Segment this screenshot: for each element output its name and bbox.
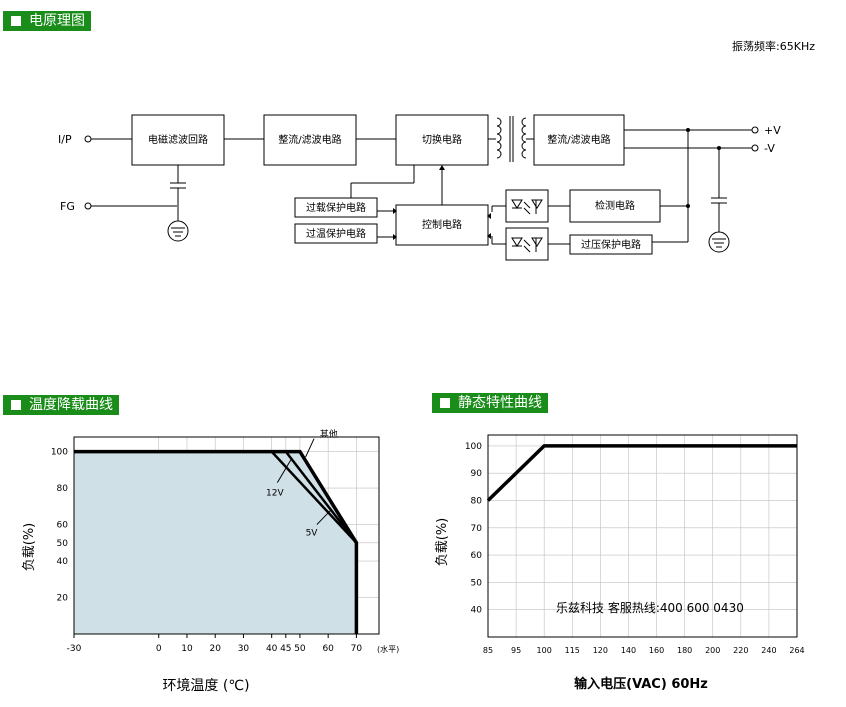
static-y-tick: 80 [471, 497, 483, 507]
derating-x-tick: 45 [280, 644, 291, 654]
block-rectifier-2 [533, 114, 625, 166]
static-x-tick: 120 [593, 646, 608, 655]
static-x-tick: 180 [677, 646, 692, 655]
static-x-tick: 264 [789, 646, 804, 655]
static-x-tick: 100 [537, 646, 552, 655]
bullet-square-icon [11, 400, 21, 410]
derating-series-label: 5V [306, 529, 319, 539]
optocoupler-icon [505, 189, 549, 223]
frequency-label: 振荡频率:65KHz [732, 39, 815, 53]
derating-x-tick: 70 [351, 644, 363, 654]
block-diagram-header: 电原理图 [3, 11, 91, 31]
static-x-tick: 220 [733, 646, 748, 655]
derating-xlabel: 环境温度 (℃) [162, 678, 249, 694]
derating-x-tick: 20 [209, 644, 221, 654]
block-switch-label: 切换电路 [422, 133, 462, 146]
vplus-label: +V [764, 124, 781, 137]
block-rect2-label: 整流/滤波电路 [547, 133, 610, 146]
static-series-line [486, 444, 797, 502]
derating-y-tick: 60 [57, 521, 69, 531]
derating-x-note: (水平) [377, 644, 399, 654]
vminus-label: -V [764, 142, 775, 155]
static-y-tick: 60 [471, 551, 483, 561]
static-y-tick: 70 [471, 524, 483, 534]
static-xlabel: 输入电压(VAC) 60Hz [574, 676, 708, 692]
static-x-tick: 140 [621, 646, 636, 655]
derating-x-tick: -30 [67, 644, 82, 654]
static-y-tick: 90 [471, 469, 483, 479]
ground-icon [708, 231, 730, 253]
block-rectifier-1 [263, 114, 357, 166]
vplus-terminal [751, 126, 759, 134]
derating-y-tick: 100 [51, 448, 68, 458]
block-olp-label: 过载保护电路 [306, 201, 366, 214]
static-ylabel: 负载(%) [435, 518, 450, 567]
derating-x-tick: 30 [238, 644, 250, 654]
derating-y-tick: 20 [57, 594, 69, 604]
optocoupler-icon [505, 227, 549, 261]
bullet-square-icon [440, 398, 450, 408]
derating-x-tick: 0 [156, 644, 162, 654]
ip-label: I/P [58, 133, 72, 146]
static-x-tick: 200 [705, 646, 720, 655]
derating-y-tick: 80 [57, 484, 69, 494]
block-emi-label: 电磁滤波回路 [148, 133, 208, 146]
static-x-tick: 160 [649, 646, 664, 655]
derating-y-tick: 50 [57, 539, 69, 549]
static-annotation: 乐兹科技 客服热线:400 600 0430 [556, 600, 744, 615]
block-ovp-label: 过压保护电路 [581, 238, 641, 251]
block-detect-label: 检测电路 [595, 199, 635, 212]
derating-x-tick: 50 [294, 644, 306, 654]
block-otp-label: 过温保护电路 [306, 227, 366, 240]
derating-area [74, 451, 357, 634]
block-rect1-label: 整流/滤波电路 [278, 133, 341, 146]
block-control-label: 控制电路 [422, 218, 462, 231]
block-emi-filter [131, 114, 225, 166]
derating-ylabel: 负载(%) [22, 523, 37, 572]
derating-plot-frame [73, 436, 380, 635]
static-x-tick: 95 [511, 646, 521, 655]
block-diagram: 振荡频率:65KHz I/P FG 电磁滤波回路 整流/滤波电路 切换电路 整流… [58, 39, 815, 261]
ground-icon [167, 220, 189, 242]
block-detection [569, 189, 661, 223]
block-overtemp-protection [294, 223, 378, 244]
static-x-tick: 115 [565, 646, 580, 655]
block-overload-protection [294, 197, 378, 218]
static-y-tick: 50 [471, 578, 483, 588]
block-control [395, 204, 489, 246]
ip-terminal [84, 135, 92, 143]
derating-x-tick: 40 [266, 644, 278, 654]
static-y-tick: 100 [465, 442, 482, 452]
derating-series-label: 12V [266, 488, 284, 498]
derating-y-tick: 40 [57, 557, 69, 567]
derating-title: 温度降载曲线 [29, 397, 113, 413]
static-chart: 85 95 100 115 120 140 160 180 200 220 240 264 40 50 60… [435, 434, 805, 692]
static-header: 静态特性曲线 [432, 393, 548, 413]
static-plot-frame [487, 434, 798, 638]
derating-series-label: 其他 [320, 428, 338, 440]
static-x-tick: 240 [761, 646, 776, 655]
static-y-tick: 40 [471, 606, 483, 616]
derating-header: 温度降载曲线 [3, 395, 119, 415]
static-x-tick: 85 [483, 646, 493, 655]
fg-terminal [84, 202, 92, 210]
vminus-terminal [751, 144, 759, 152]
derating-x-tick: 60 [322, 644, 334, 654]
block-diagram-title: 电原理图 [29, 13, 85, 29]
bullet-square-icon [11, 16, 21, 26]
transformer-icon [496, 116, 527, 162]
derating-x-tick: 10 [181, 644, 193, 654]
fg-label: FG [60, 200, 75, 213]
block-switching [395, 114, 489, 166]
static-title: 静态特性曲线 [458, 395, 542, 411]
